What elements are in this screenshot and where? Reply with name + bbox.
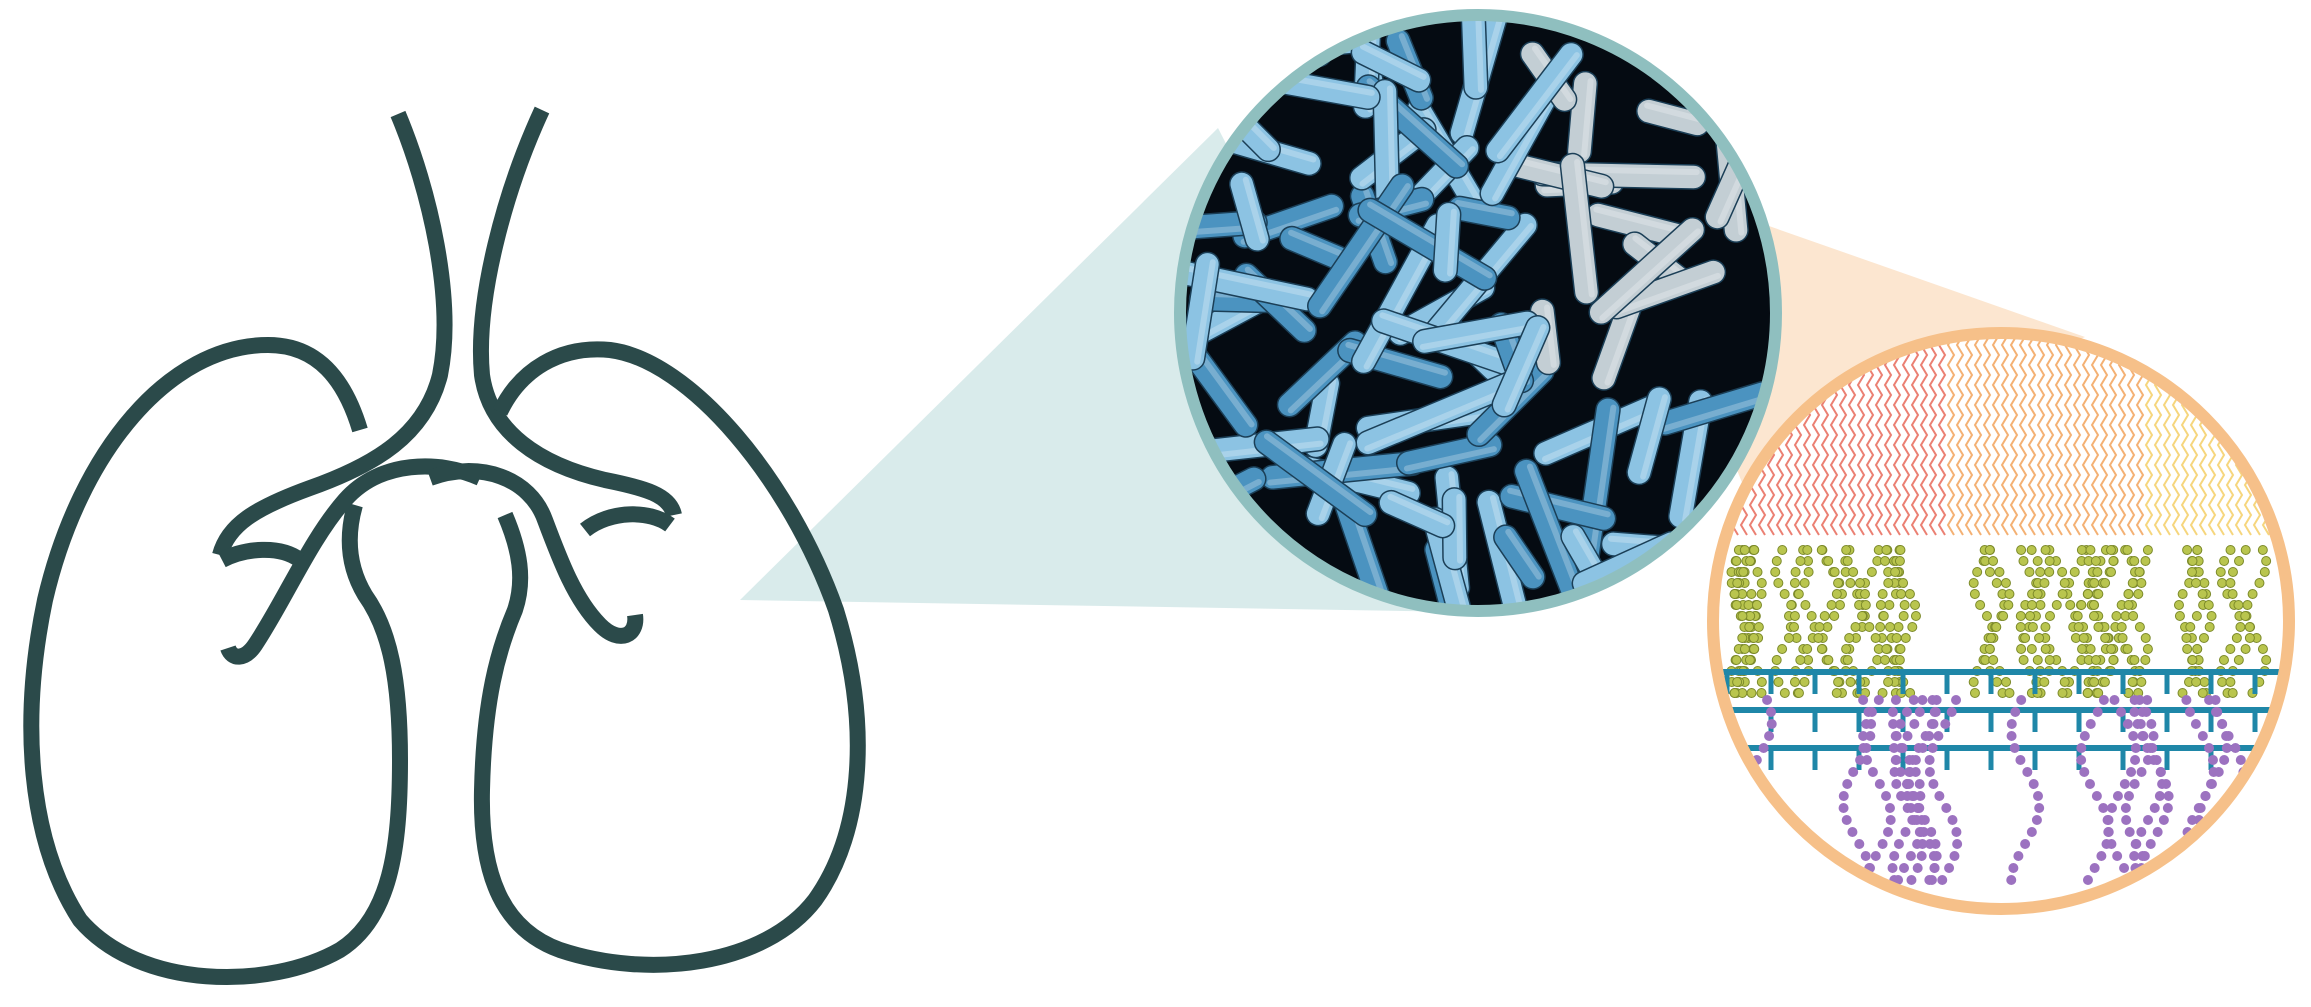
lungs-icon <box>31 110 857 977</box>
bacterium-rod <box>1218 0 1258 81</box>
bacterium-rod <box>1210 0 1350 49</box>
bacterium-rod <box>1433 202 1462 283</box>
cell-envelope-diagram <box>1713 333 2289 909</box>
